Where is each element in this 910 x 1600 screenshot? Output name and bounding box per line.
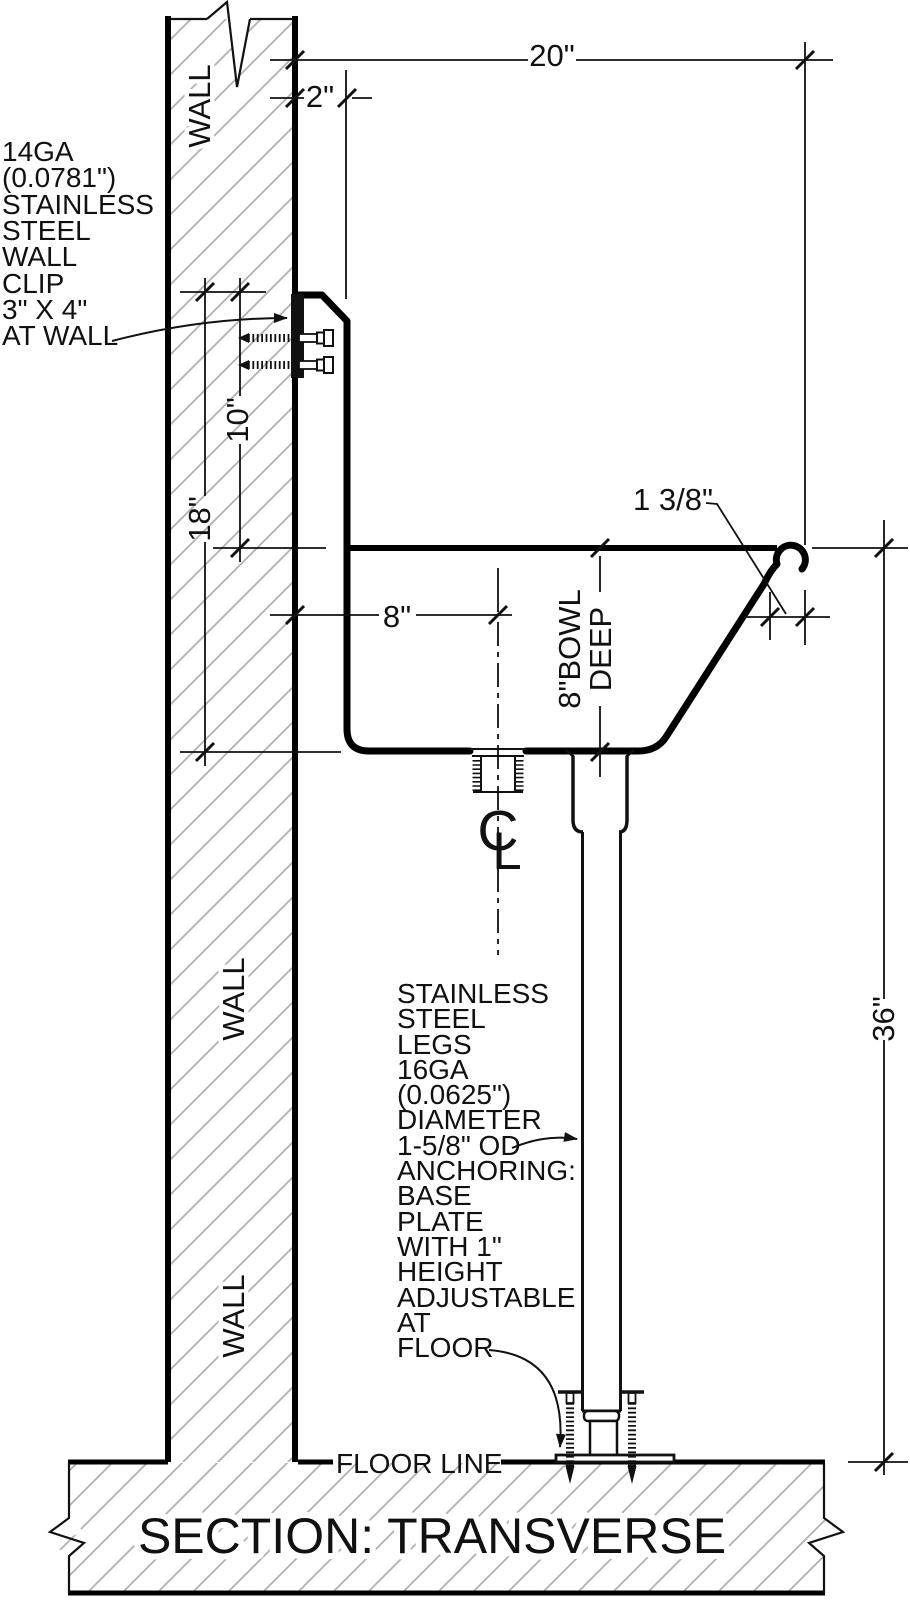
slab-break-right bbox=[806, 1463, 846, 1593]
clip-screw-lower bbox=[238, 356, 334, 374]
dim-text-2: 2" bbox=[306, 79, 334, 114]
dim-text-18: 18" bbox=[182, 496, 217, 542]
wall-clip-assembly bbox=[111, 294, 334, 378]
anchor-shank bbox=[565, 1392, 575, 1404]
sink-profile bbox=[293, 291, 809, 755]
anchor-shank bbox=[627, 1392, 637, 1404]
note-line: (0.0781") bbox=[2, 162, 116, 193]
note-line: ADJUSTABLE bbox=[397, 1282, 575, 1313]
leg-adjuster-stem bbox=[588, 1419, 619, 1460]
note-wall-clip: 14GA (0.0781") STAINLESS STEEL WALL CLIP… bbox=[2, 136, 154, 351]
note-line: STEEL bbox=[397, 1003, 486, 1034]
anchor-screw-right bbox=[620, 1390, 644, 1484]
slab-break-left bbox=[47, 1463, 87, 1593]
note-legs: STAINLESS STEEL LEGS 16GA (0.0625") DIAM… bbox=[397, 978, 576, 1363]
note-line: 16GA bbox=[397, 1054, 469, 1085]
dim-text-10: 10" bbox=[220, 397, 255, 443]
note-line: BASE bbox=[397, 1180, 472, 1211]
dimension-ticks bbox=[194, 49, 895, 1473]
dim-text-8: 8" bbox=[383, 599, 411, 634]
anchor-screw-left bbox=[558, 1390, 582, 1484]
note-line: ANCHORING: bbox=[397, 1155, 576, 1186]
leg-weld-flares bbox=[565, 749, 635, 758]
note-line: 3" X 4" bbox=[2, 294, 87, 325]
note-line: AT WALL bbox=[2, 320, 118, 351]
wall-label-bottom: WALL bbox=[216, 1274, 251, 1357]
note-line: CLIP bbox=[2, 268, 64, 299]
screw-shank bbox=[298, 360, 318, 370]
clip-note-leader-arrow bbox=[111, 313, 288, 342]
screw-head bbox=[323, 356, 334, 374]
note-line: PLATE bbox=[397, 1206, 484, 1237]
wall-break-line bbox=[206, 0, 252, 88]
anchor-tip-icon bbox=[565, 1466, 575, 1484]
note-line: (0.0625") bbox=[397, 1079, 511, 1110]
floor-note-leader-arrow bbox=[488, 1349, 566, 1448]
note-line: STEEL bbox=[2, 215, 91, 246]
dimensions: 20" 2" 10" 18" 8" 8"BOWL DEEP 1 3/8" 36" bbox=[180, 38, 908, 1475]
note-line: AT bbox=[397, 1307, 431, 1338]
dim-text-20: 20" bbox=[529, 38, 575, 73]
rim-roll-leader bbox=[705, 502, 787, 615]
leg-socket bbox=[571, 756, 629, 834]
floor-hatch bbox=[50, 1463, 843, 1593]
screw-washer bbox=[316, 331, 325, 345]
clip-screw-upper bbox=[238, 329, 334, 347]
drawing-title: SECTION: TRANSVERSE bbox=[138, 1508, 726, 1564]
dim-text-rim-roll: 1 3/8" bbox=[633, 482, 713, 517]
note-line: 14GA bbox=[2, 136, 74, 167]
note-line: STAINLESS bbox=[2, 189, 154, 220]
screw-shank bbox=[298, 333, 318, 343]
note-line: 1-5/8" OD bbox=[397, 1130, 521, 1161]
drain-centerline: C L bbox=[477, 568, 522, 955]
dim-text-36: 36" bbox=[866, 996, 901, 1042]
leg-base-plate bbox=[554, 1453, 676, 1464]
screw-washer bbox=[316, 358, 325, 372]
leg-assembly bbox=[488, 749, 676, 1484]
screw-head bbox=[323, 329, 334, 347]
note-line: HEIGHT bbox=[397, 1256, 503, 1287]
centerline-l-glyph: L bbox=[492, 822, 521, 881]
dim-text-bowl-depth-2: DEEP bbox=[583, 607, 618, 691]
wall-break-fill bbox=[207, 2, 250, 87]
note-line: WALL bbox=[2, 241, 77, 272]
wall-section: WALL WALL WALL bbox=[165, 0, 298, 1462]
dim-text-bowl-depth-1: 8"BOWL bbox=[552, 589, 587, 709]
screw-tip-icon bbox=[238, 333, 249, 343]
anchor-tip-icon bbox=[627, 1466, 637, 1484]
leg-note-leader-arrow bbox=[511, 1132, 578, 1149]
note-line: LEGS bbox=[397, 1029, 472, 1060]
floor-line-label: FLOOR LINE bbox=[336, 1448, 502, 1479]
leg-tube bbox=[581, 832, 622, 1411]
wall-label-top: WALL bbox=[182, 64, 217, 147]
wall-label-middle: WALL bbox=[216, 957, 251, 1040]
note-line: DIAMETER bbox=[397, 1104, 542, 1135]
note-line: FLOOR bbox=[397, 1332, 493, 1363]
leg-foot-cap bbox=[582, 1409, 621, 1423]
sink-body-outline bbox=[293, 291, 809, 755]
wall-hatch bbox=[168, 19, 295, 1462]
note-line: WITH 1" bbox=[397, 1231, 502, 1262]
note-line: STAINLESS bbox=[397, 978, 549, 1009]
floor-slab: FLOOR LINE SECTION: TRANSVERSE bbox=[47, 1448, 846, 1596]
screw-tip-icon bbox=[238, 360, 249, 370]
